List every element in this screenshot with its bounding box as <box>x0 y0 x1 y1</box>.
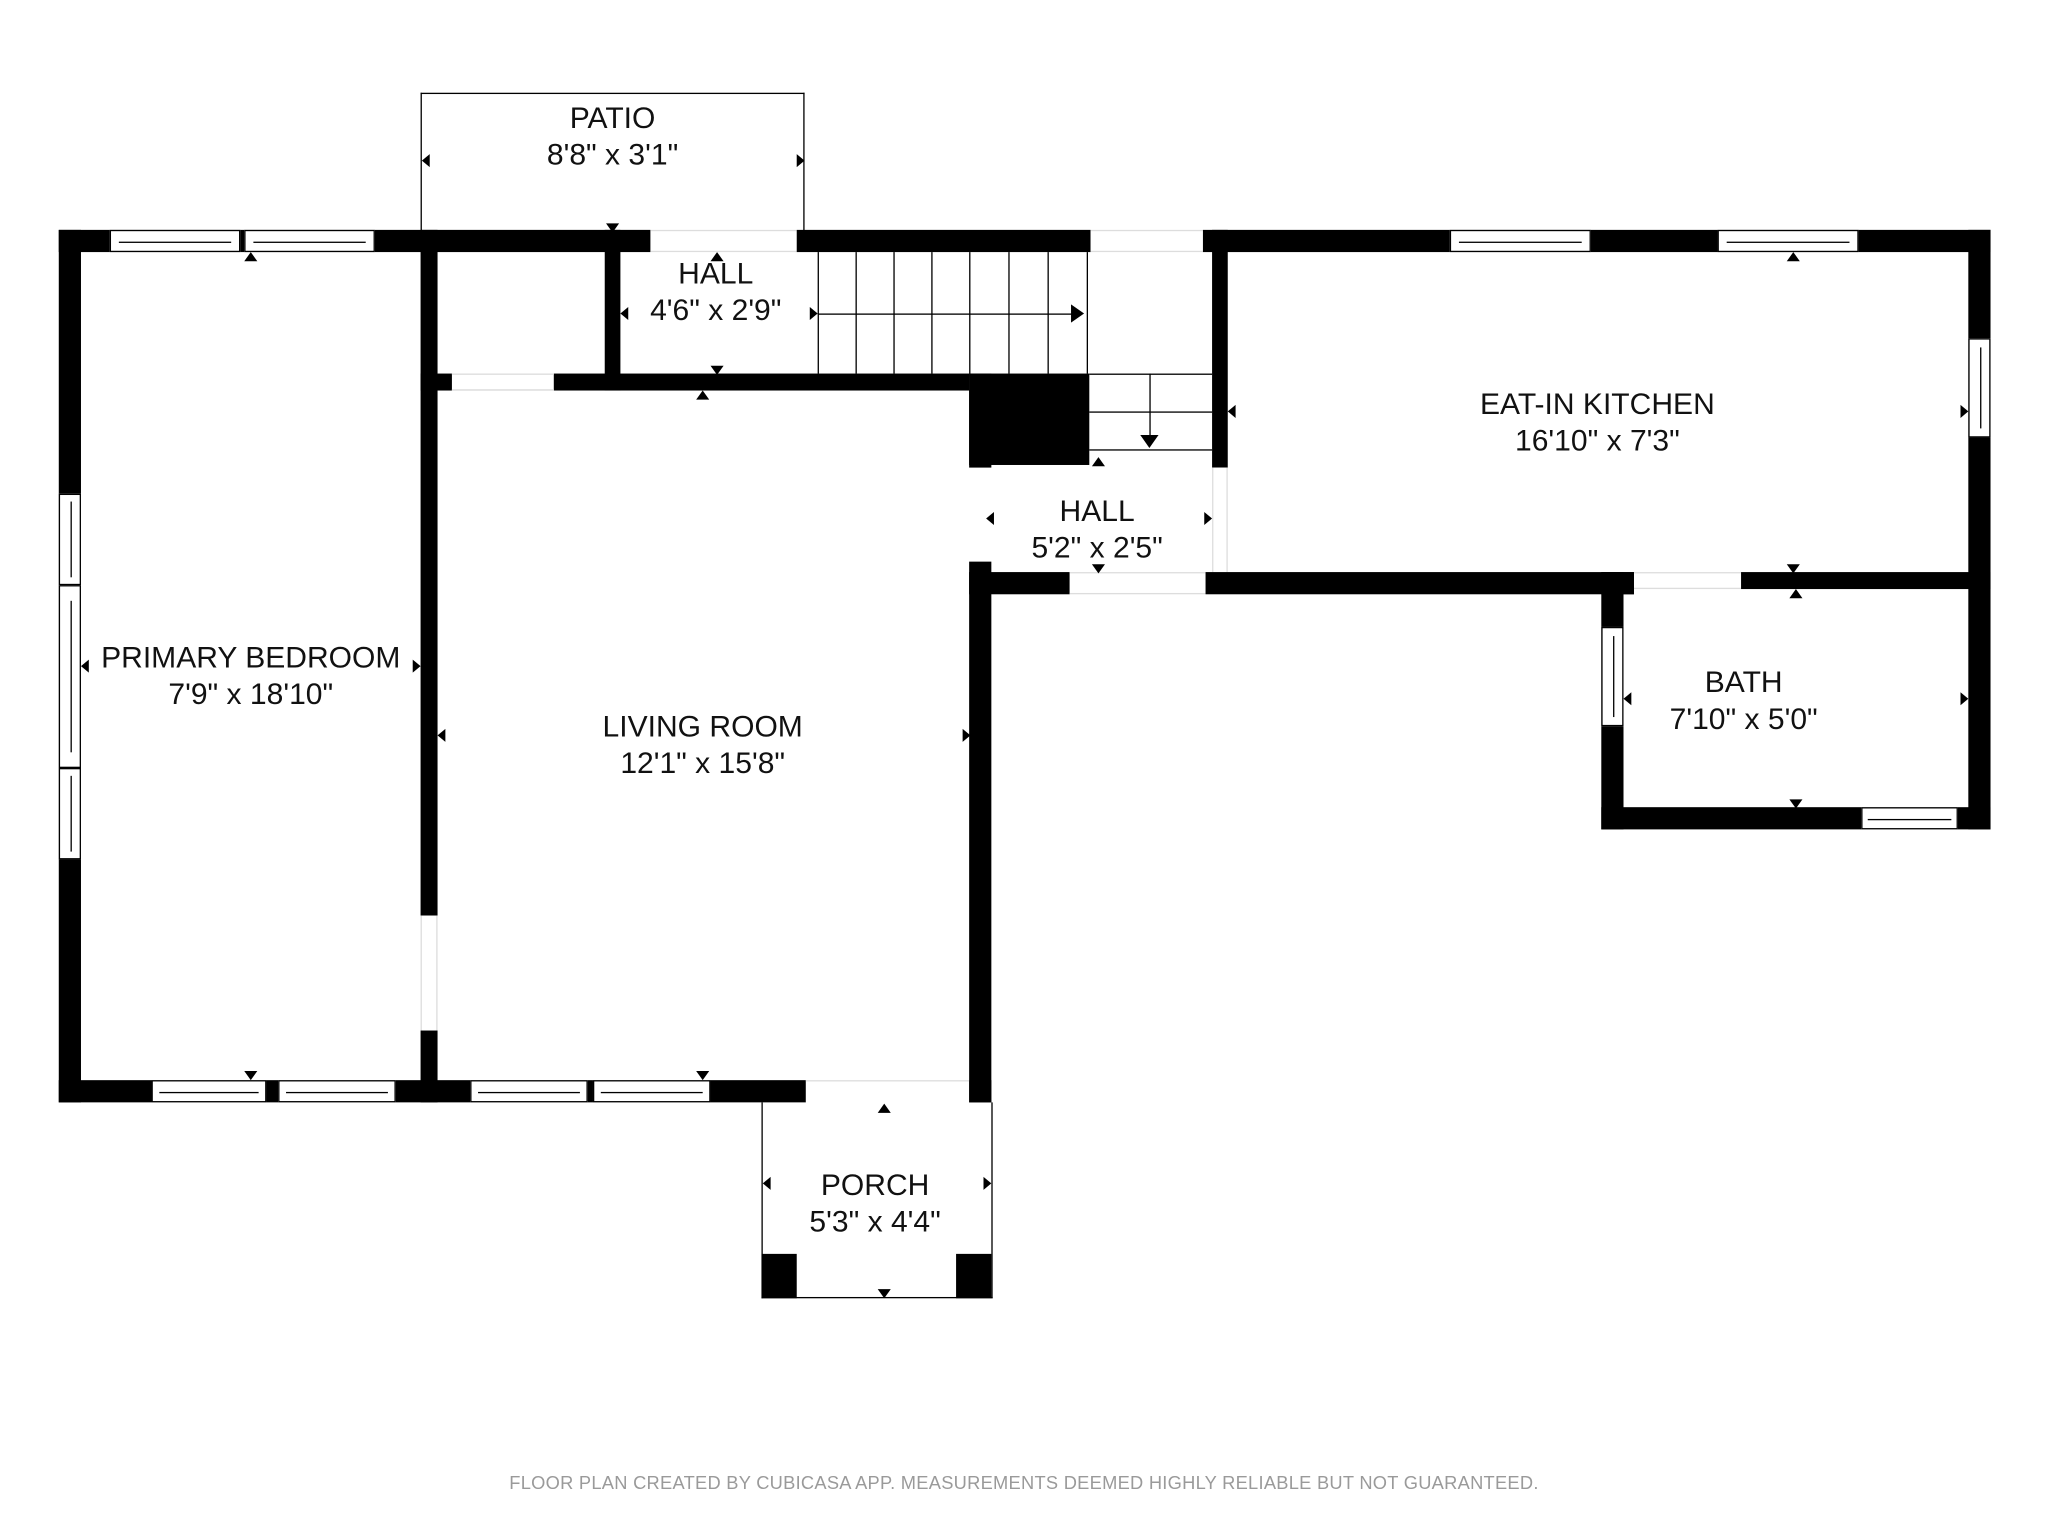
window-bedroom-left-2 <box>58 585 81 768</box>
room-name: BATH <box>1704 664 1783 699</box>
measure-marker-icon <box>1227 404 1236 418</box>
window-kitchen-top-2 <box>1717 229 1859 253</box>
measure-marker-icon <box>877 1103 891 1113</box>
measure-marker-icon <box>877 1289 891 1299</box>
room-name: PATIO <box>569 100 656 135</box>
room-name: LIVING ROOM <box>602 709 803 744</box>
window-bedroom-bottom-1 <box>151 1080 267 1103</box>
wall-right <box>1968 229 1991 830</box>
room-label-patio: PATIO 8'8" x 3'1" <box>547 99 678 172</box>
door-opening-bedroom-living <box>420 915 438 1031</box>
wall-bedroom-living <box>420 229 438 916</box>
window-living-bottom-2 <box>592 1080 711 1103</box>
stair-down-arrow-icon <box>1140 434 1159 448</box>
measure-marker-icon <box>809 306 818 320</box>
wall-living-right <box>969 373 992 468</box>
porch-outline <box>761 1102 993 1299</box>
room-dimensions: 16'10" x 7'3" <box>1515 423 1680 458</box>
door-opening-kitchen-hall <box>1212 467 1228 573</box>
measure-marker-icon <box>1204 511 1213 526</box>
window-bath-bottom <box>1861 807 1958 830</box>
wall-bedroom-living-lower <box>420 1030 438 1103</box>
wall-kitchen-bath <box>1741 572 1991 590</box>
measure-marker-icon <box>962 728 971 742</box>
wall-closet-hall <box>604 229 621 391</box>
wall-kitchen-left <box>1212 229 1228 468</box>
room-dimensions: 5'2" x 2'5" <box>1031 530 1163 565</box>
room-dimensions: 8'8" x 3'1" <box>546 137 679 172</box>
measure-marker-icon <box>1789 589 1803 599</box>
wall-living-right-lower <box>969 561 992 1103</box>
door-opening-closet <box>451 373 554 391</box>
stair-direction-arrow-icon <box>1071 304 1085 323</box>
room-label-primary-bedroom: PRIMARY BEDROOM 7'9" x 18'10" <box>101 639 400 712</box>
room-label-living-room: LIVING ROOM 12'1" x 15'8" <box>603 708 803 781</box>
measure-marker-icon <box>986 511 994 526</box>
measure-marker-icon <box>1786 252 1800 262</box>
measure-marker-icon <box>1623 692 1632 706</box>
measure-marker-icon <box>696 1071 710 1081</box>
measure-marker-icon <box>710 365 724 375</box>
room-name: PRIMARY BEDROOM <box>101 639 401 674</box>
room-name: HALL <box>1059 493 1135 528</box>
measure-marker-icon <box>437 728 446 742</box>
room-label-bath: BATH 7'10" x 5'0" <box>1670 664 1818 737</box>
wall-porch-right <box>969 1080 992 1103</box>
measure-marker-icon <box>983 1176 992 1190</box>
room-name: HALL <box>678 255 754 290</box>
measure-marker-icon <box>606 223 620 233</box>
room-label-porch: PORCH 5'3" x 4'4" <box>809 1166 940 1239</box>
footer-disclaimer: FLOOR PLAN CREATED BY CUBICASA APP. MEAS… <box>509 1471 1539 1493</box>
measure-marker-icon <box>696 390 710 400</box>
porch-post-right <box>956 1253 992 1299</box>
measure-marker-icon <box>1960 404 1969 418</box>
window-bedroom-top-1 <box>109 229 241 253</box>
window-bedroom-bottom-2 <box>278 1080 396 1103</box>
wall-top-right <box>1202 229 1991 253</box>
measure-marker-icon <box>762 1176 771 1190</box>
wall-kitchen-bottom <box>1205 572 1634 595</box>
window-kitchen-top-1 <box>1449 229 1591 253</box>
room-dimensions: 4'6" x 2'9" <box>650 292 782 327</box>
room-label-hall-upper: HALL 4'6" x 2'9" <box>650 255 781 328</box>
measure-marker-icon <box>1091 457 1105 467</box>
measure-marker-icon <box>421 154 430 168</box>
measure-marker-icon <box>244 252 258 262</box>
window-kitchen-right <box>1968 338 1991 438</box>
measure-marker-icon <box>796 154 805 168</box>
window-bedroom-top-2 <box>244 229 375 253</box>
porch-entry <box>805 1080 970 1103</box>
room-dimensions: 12'1" x 15'8" <box>620 745 786 780</box>
porch-post-left <box>761 1253 797 1299</box>
measure-marker-icon <box>244 1071 258 1081</box>
door-opening-hall-lower <box>1069 572 1206 595</box>
room-label-eat-in-kitchen: EAT-IN KITCHEN 16'10" x 7'3" <box>1480 385 1715 458</box>
wall-hall-bottom <box>420 373 970 391</box>
room-dimensions: 7'10" x 5'0" <box>1669 701 1818 736</box>
window-bath-left <box>1601 626 1624 727</box>
door-opening-patio <box>650 229 797 253</box>
measure-marker-icon <box>710 252 724 262</box>
measure-marker-icon <box>80 659 89 673</box>
window-bedroom-left-3 <box>58 767 81 860</box>
room-dimensions: 7'9" x 18'10" <box>168 676 334 711</box>
measure-marker-icon <box>1960 692 1969 706</box>
room-name: PORCH <box>820 1167 930 1202</box>
window-living-bottom-1 <box>470 1080 588 1103</box>
measure-marker-icon <box>620 306 629 320</box>
window-bedroom-left-1 <box>58 493 81 586</box>
measure-marker-icon <box>1091 564 1105 574</box>
door-opening-bath <box>1633 572 1742 590</box>
room-dimensions: 5'3" x 4'4" <box>809 1204 941 1239</box>
room-name: EAT-IN KITCHEN <box>1479 386 1715 421</box>
measure-marker-icon <box>1786 564 1800 574</box>
measure-marker-icon <box>412 659 421 673</box>
room-label-hall-lower: HALL 5'2" x 2'5" <box>1031 492 1162 565</box>
wall-top-middle <box>796 229 1091 253</box>
wall-hall-lower-bottom <box>969 572 1070 595</box>
door-opening-top <box>1090 229 1203 253</box>
measure-marker-icon <box>1789 799 1803 809</box>
